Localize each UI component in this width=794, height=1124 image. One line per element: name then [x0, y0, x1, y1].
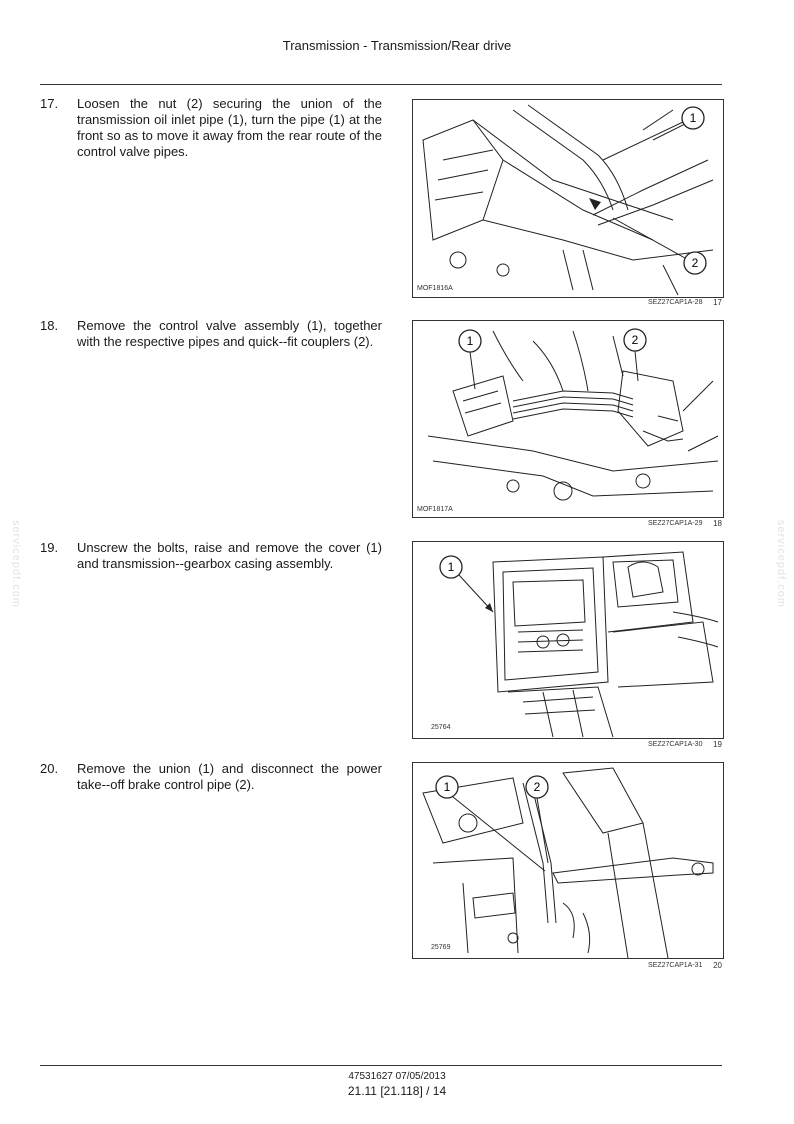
watermark-right: servicepdf.com: [775, 520, 787, 608]
figure-18-code: MOF1817A: [417, 506, 453, 513]
footer-page-number: 21.11 [21.118] / 14: [347, 1084, 447, 1098]
header-rule: [40, 84, 722, 85]
page-header-title: Transmission - Transmission/Rear drive: [282, 38, 512, 53]
figure-20-callout-2-label: 2: [534, 780, 541, 794]
step-19-number: 19.: [40, 540, 59, 555]
figure-20-callout-1-label: 1: [444, 780, 451, 794]
figure-18-callout-2-label: 2: [632, 333, 639, 347]
figure-20-illustration: 1 2: [422, 767, 714, 958]
figure-20-code: 25769: [431, 944, 451, 951]
figure-17-illustration: 1 2: [422, 104, 714, 296]
figure-19-code: 25764: [431, 724, 451, 731]
step-17-number: 17.: [40, 96, 59, 111]
figure-19-number: 19: [713, 740, 722, 749]
step-19-text: Unscrew the bolts, raise and remove the …: [77, 540, 382, 571]
figure-19-illustration: 1: [439, 551, 719, 738]
figure-18-callout-1-label: 1: [467, 334, 474, 348]
figure-19-callout-1: [439, 555, 463, 579]
step-20-text: Remove the union (1) and disconnect the …: [77, 761, 382, 792]
figure-20: 1 2 25769: [412, 762, 724, 959]
figure-17-callout-2-label: 2: [692, 256, 699, 270]
step-20-number: 20.: [40, 761, 59, 776]
figure-18-number: 18: [713, 519, 722, 528]
figure-19-reference: SEZ27CAP1A-30: [648, 741, 703, 748]
figure-19: 1 25764: [412, 541, 724, 739]
figure-17-reference: SEZ27CAP1A-28: [648, 299, 703, 306]
step-18-text: Remove the control valve assembly (1), t…: [77, 318, 382, 349]
figure-17-callout-1: [681, 106, 705, 130]
figure-18-illustration: 1 2: [427, 328, 719, 501]
figure-17-callout-2: [683, 251, 707, 275]
figure-19-callout-1-label: 1: [448, 560, 455, 574]
figure-20-reference: SEZ27CAP1A-31: [648, 962, 703, 969]
figure-17-callout-1-label: 1: [690, 111, 697, 125]
figure-20-callout-1: [435, 775, 459, 799]
figure-18-reference: SEZ27CAP1A-29: [648, 520, 703, 527]
figure-18: 1 2 MOF1817A: [412, 320, 724, 518]
watermark-left: servicepdf.com: [10, 520, 22, 608]
figure-17-code: MOF1816A: [417, 285, 453, 292]
figure-17-number: 17: [713, 298, 722, 307]
footer-doc-code: 47531627 07/05/2013: [348, 1071, 446, 1082]
footer-rule: [40, 1065, 722, 1066]
figure-17: 1 2 MOF1816A: [412, 99, 724, 298]
figure-20-number: 20: [713, 961, 722, 970]
step-18-number: 18.: [40, 318, 59, 333]
step-17-text: Loosen the nut (2) securing the union of…: [77, 96, 382, 159]
